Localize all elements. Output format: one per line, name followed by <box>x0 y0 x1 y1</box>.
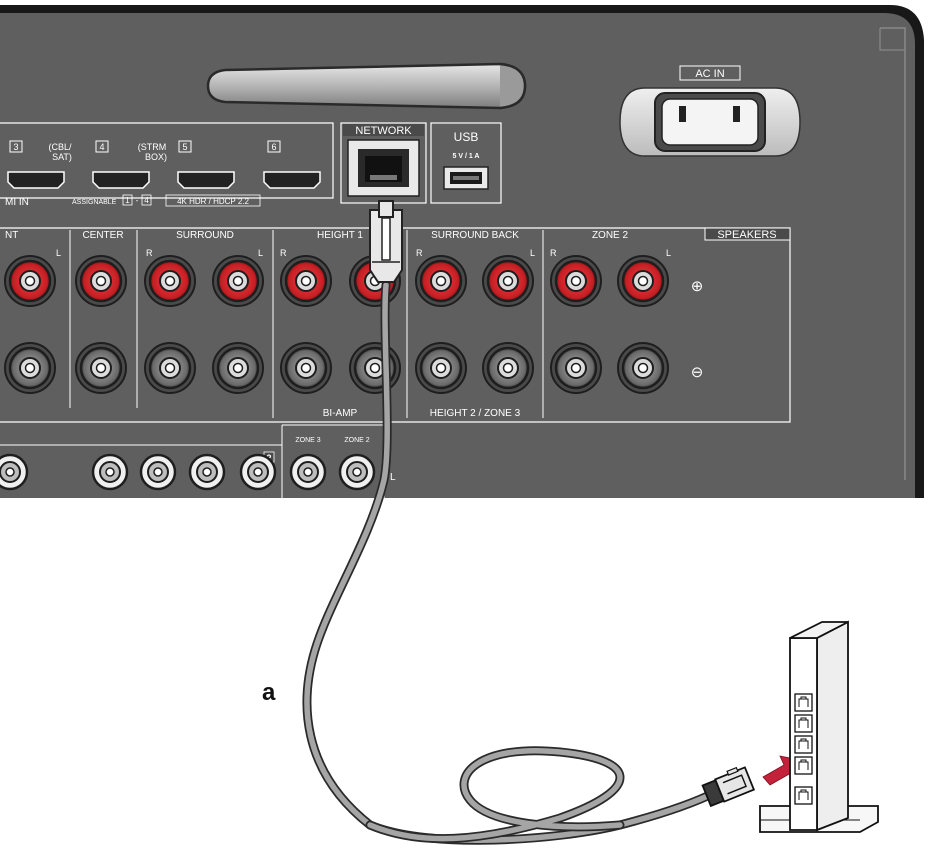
zone3-label: ZONE 3 <box>295 437 320 444</box>
ac-in-label: AC IN <box>695 68 724 80</box>
rca-jack <box>239 453 277 491</box>
speaker-terminal-minus <box>415 342 467 394</box>
speaker-terminal-plus <box>617 255 669 307</box>
rj45-plug-router <box>701 766 756 808</box>
network-cable <box>302 280 721 845</box>
svg-text:4: 4 <box>99 142 104 152</box>
svg-text:(STRM: (STRM <box>138 142 167 152</box>
svg-text:BOX): BOX) <box>145 152 167 162</box>
svg-text:NT: NT <box>5 230 18 241</box>
speaker-terminal-minus <box>550 342 602 394</box>
speaker-terminal-plus <box>280 255 332 307</box>
speaker-terminal-minus <box>144 342 196 394</box>
minus-symbol: ⊖ <box>691 364 704 381</box>
speaker-terminal-plus <box>212 255 264 307</box>
plus-symbol: ⊕ <box>691 278 704 295</box>
svg-text:-: - <box>136 196 139 205</box>
usb-rating: 5 V / 1 A <box>453 153 480 160</box>
bi-amp-label: BI-AMP <box>323 408 358 419</box>
speaker-terminal-minus <box>349 342 401 394</box>
hdr-label: 4K HDR / HDCP 2.2 <box>177 197 249 206</box>
rca-jacks <box>0 453 376 491</box>
svg-text:L: L <box>666 248 671 258</box>
l-label: L <box>390 472 396 483</box>
network-label: NETWORK <box>355 125 412 137</box>
svg-text:L: L <box>56 248 61 258</box>
usb-port: USB 5 V / 1 A <box>430 122 502 204</box>
svg-text:6: 6 <box>271 142 276 152</box>
svg-text:ZONE 2: ZONE 2 <box>592 230 629 241</box>
preout-section: ZONE 3 ZONE 2 2 L <box>0 424 396 498</box>
assignable-label: ASSIGNABLE <box>72 199 117 206</box>
router <box>759 620 879 833</box>
hdmi-port-6: 6 <box>263 140 321 189</box>
speaker-terminal-plus <box>415 255 467 307</box>
rca-jack <box>188 453 226 491</box>
rca-jack <box>91 453 129 491</box>
rca-jack <box>0 453 29 491</box>
svg-text:R: R <box>550 248 557 258</box>
speaker-terminal-minus <box>4 342 56 394</box>
svg-text:HEIGHT 1: HEIGHT 1 <box>317 230 363 241</box>
height2-zone3-label: HEIGHT 2 / ZONE 3 <box>430 408 521 419</box>
svg-text:SURROUND BACK: SURROUND BACK <box>431 230 519 241</box>
speaker-terminal-minus <box>482 342 534 394</box>
svg-text:R: R <box>416 248 423 258</box>
speaker-terminal-plus <box>75 255 127 307</box>
rca-jack <box>289 453 327 491</box>
svg-text:L: L <box>258 248 263 258</box>
svg-text:1: 1 <box>125 196 130 205</box>
callout-a: a <box>262 679 276 706</box>
svg-text:(CBL/: (CBL/ <box>48 142 72 152</box>
hdmi-in-label: MI IN <box>5 197 29 208</box>
speaker-terminal-plus <box>482 255 534 307</box>
zone2-label: ZONE 2 <box>344 437 369 444</box>
ac-in-socket: AC IN <box>619 65 801 157</box>
svg-text:SAT): SAT) <box>52 152 72 162</box>
speaker-terminal-plus <box>4 255 56 307</box>
hdmi-port-5: 5 <box>177 140 235 189</box>
speaker-terminal-minus <box>280 342 332 394</box>
speaker-terminal-plus <box>550 255 602 307</box>
svg-text:5: 5 <box>182 142 187 152</box>
svg-text:R: R <box>280 248 287 258</box>
speaker-terminals <box>4 255 669 394</box>
svg-text:SURROUND: SURROUND <box>176 230 234 241</box>
wireless-antenna <box>206 62 527 110</box>
speaker-terminal-minus <box>75 342 127 394</box>
svg-text:3: 3 <box>13 142 18 152</box>
rca-jack <box>338 453 376 491</box>
hdmi-port-4: 4 (STRM BOX) <box>92 140 167 189</box>
rj45-plug-receiver <box>369 200 403 283</box>
svg-text:CENTER: CENTER <box>82 230 123 241</box>
speaker-terminal-section: SPEAKERS NT CENTER SURROUND HEIGHT 1 SUR… <box>0 227 791 423</box>
speaker-terminal-minus <box>212 342 264 394</box>
hdmi-input-section: 3 (CBL/ SAT) 4 (STRM BOX) 5 6 MI IN ASSI… <box>0 122 334 208</box>
usb-label: USB <box>454 130 479 144</box>
hdmi-port-3: 3 (CBL/ SAT) <box>7 140 72 189</box>
speakers-label: SPEAKERS <box>717 229 776 241</box>
speaker-terminal-plus <box>144 255 196 307</box>
network-port: NETWORK <box>340 122 427 204</box>
svg-text:R: R <box>146 248 153 258</box>
svg-text:4: 4 <box>144 196 149 205</box>
rca-jack <box>139 453 177 491</box>
speaker-terminal-minus <box>617 342 669 394</box>
svg-text:L: L <box>530 248 535 258</box>
